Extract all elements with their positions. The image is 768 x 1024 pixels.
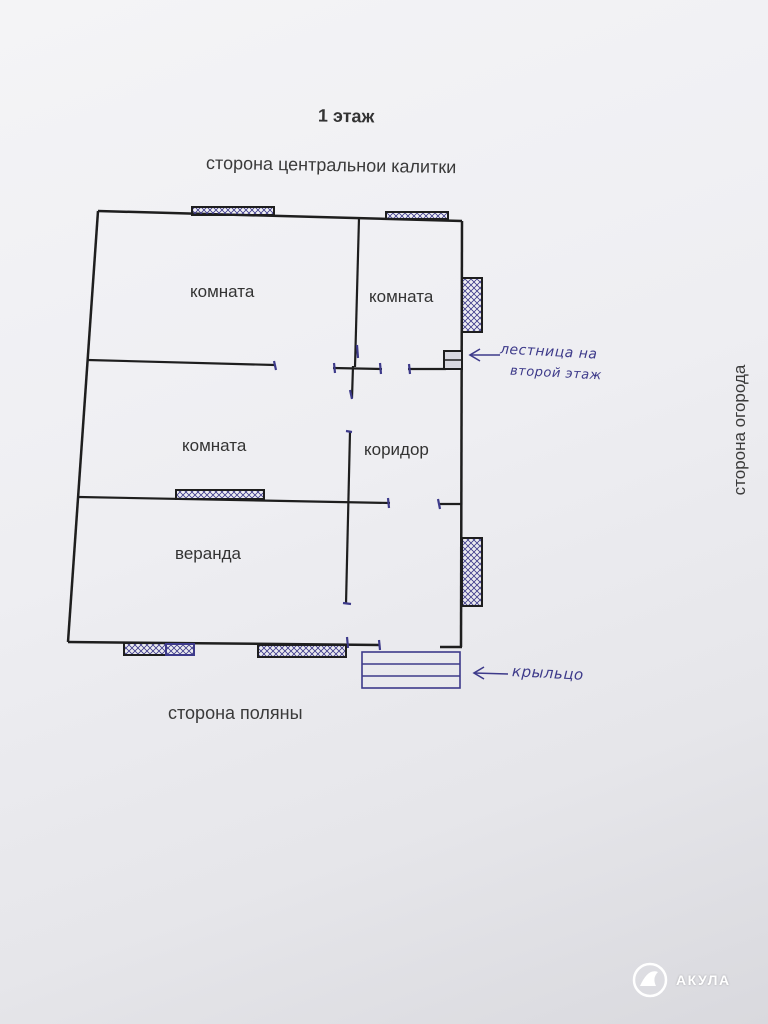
annotation-arrows — [468, 348, 509, 680]
outer-walls — [66, 209, 464, 649]
windows — [123, 206, 483, 658]
window-top-2 — [385, 211, 449, 220]
porch-steps — [361, 651, 461, 689]
side-label-right: сторона огорода — [730, 364, 749, 496]
side-label-bottom: сторона поляны — [168, 703, 303, 723]
room-label-veranda: веранда — [175, 544, 241, 563]
wall-vertical-mid — [350, 365, 355, 399]
wall-horizontal-1 — [87, 358, 276, 367]
window-bottom-1 — [123, 642, 167, 656]
door-marks — [272, 344, 442, 651]
window-top-1 — [191, 206, 275, 216]
window-right-2 — [461, 537, 483, 607]
shark-fin-icon — [632, 962, 668, 998]
window-bottom-2 — [257, 644, 347, 658]
watermark-logo: АКУЛА — [632, 962, 731, 998]
porch-annotation: крыльцо — [511, 662, 585, 684]
wall-left — [66, 210, 100, 643]
floor-title: 1 этаж — [317, 105, 375, 127]
wall-stub-1 — [332, 366, 383, 371]
room-label-corridor: коридор — [364, 440, 429, 459]
wall-vertical-low — [344, 431, 352, 605]
window-bottom-1b — [165, 643, 195, 656]
window-interior — [175, 489, 265, 500]
room-label-top-left: комната — [190, 282, 255, 301]
room-label-middle-left: комната — [182, 436, 247, 455]
watermark-text: АКУЛА — [676, 972, 731, 988]
interior-walls — [78, 217, 462, 605]
window-right-1 — [461, 277, 483, 333]
room-label-top-right: комната — [369, 287, 434, 306]
side-label-top: сторона центральнои калитки — [205, 152, 457, 178]
wall-vertical-top — [353, 217, 361, 368]
